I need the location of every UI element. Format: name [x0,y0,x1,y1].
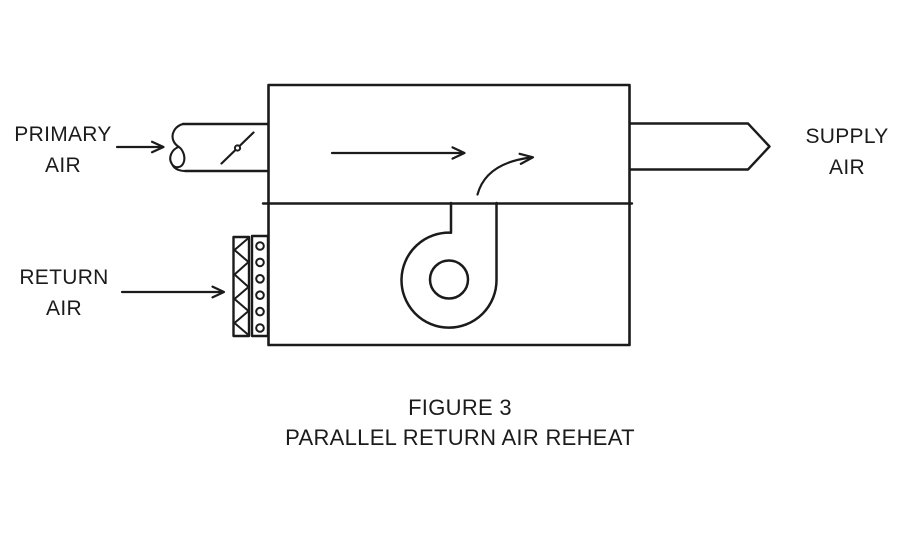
centrifugal-fan-icon [400,201,498,329]
supply-air-label-line1: SUPPLY [805,125,889,148]
duct-break-symbol [169,122,187,173]
return-air-label: RETURN AIR [9,262,119,324]
supply-air-arrow-duct [628,122,771,171]
primary-air-label-line1: PRIMARY [14,123,112,146]
primary-air-duct [169,122,270,173]
supply-air-label-line2: AIR [829,156,865,179]
primary-air-label-line2: AIR [45,154,81,177]
figure-number: FIGURE 3 [408,395,512,420]
fan-discharge-curved-arrow [476,152,535,196]
mixed-air-flow-arrow [330,146,466,160]
supply-air-label: SUPPLY AIR [792,121,900,183]
return-air-filter-icon [232,234,270,338]
return-air-label-line2: AIR [46,297,82,320]
damper-icon [220,131,255,165]
filter-media-zigzag [233,237,250,336]
primary-air-label: PRIMARY AIR [8,119,118,181]
return-air-label-line1: RETURN [19,266,109,289]
figure-title: PARALLEL RETURN AIR REHEAT [285,425,635,450]
air-handling-unit-box [261,83,634,347]
figure-caption: FIGURE 3 PARALLEL RETURN AIR REHEAT [210,393,710,453]
primary-air-flow-arrow [115,140,165,154]
return-air-flow-arrow [120,285,226,299]
